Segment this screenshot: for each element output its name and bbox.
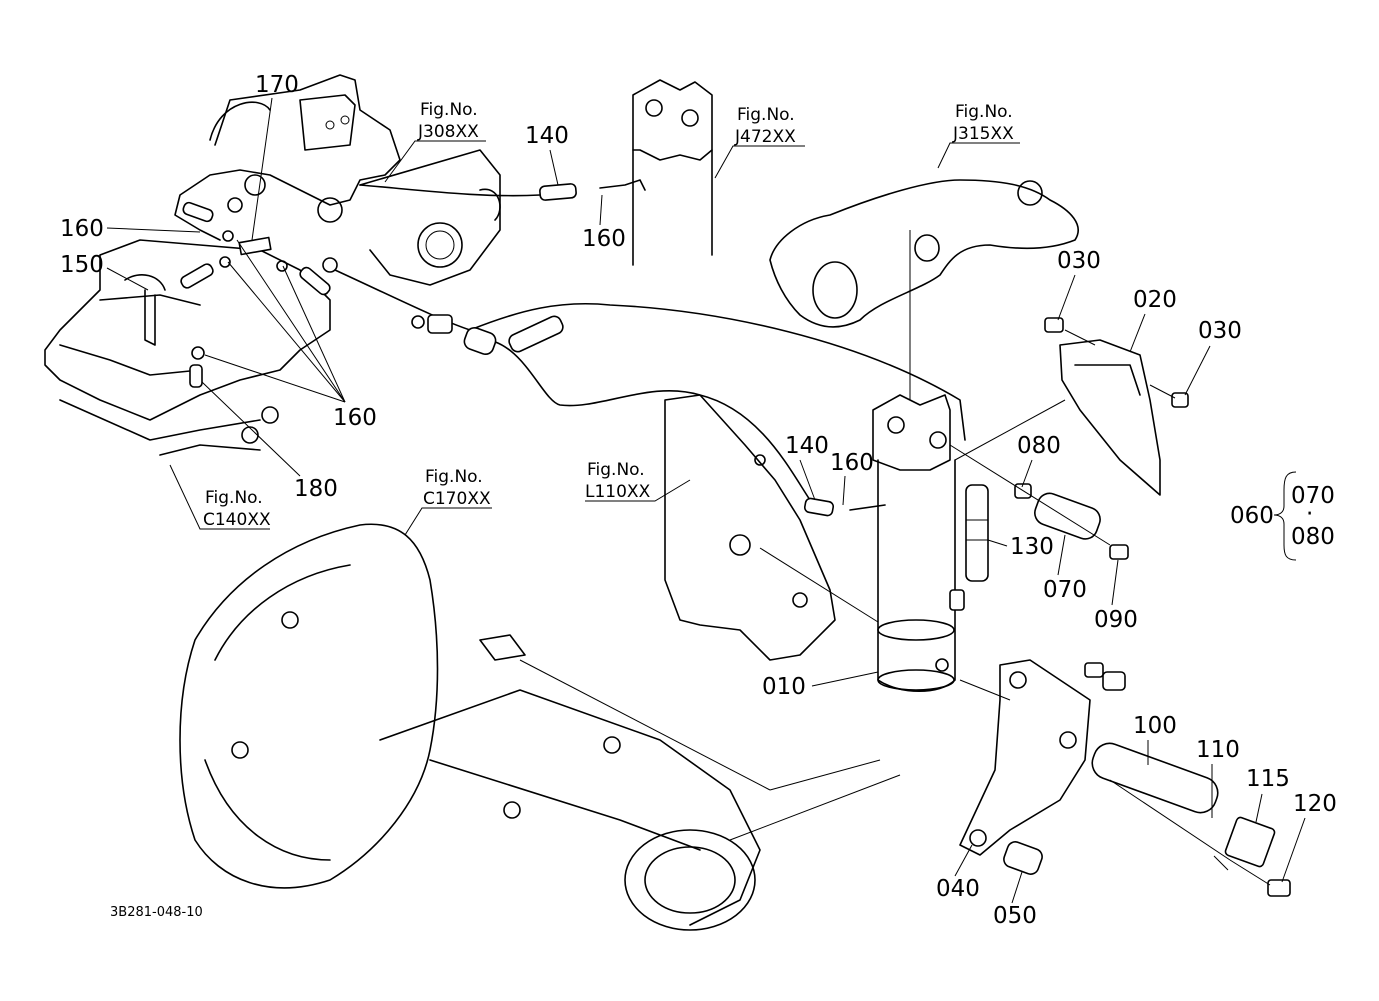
fig-ref-j315xx: Fig.No. J315XX	[937, 102, 1020, 169]
bracket-and-pin	[959, 659, 1291, 897]
transmission-case	[179, 523, 761, 931]
svg-text:130: 130	[1010, 534, 1054, 560]
svg-text:160: 160	[830, 450, 874, 476]
drawing-code: 3B281-048-10	[110, 905, 203, 920]
fig-ref-j472xx: Fig.No. J472XX	[714, 105, 805, 179]
svg-text:140: 140	[785, 433, 829, 459]
callout-010: 010	[762, 671, 879, 700]
svg-text:030: 030	[1198, 318, 1242, 344]
fig-ref-l110xx-fig: Fig.No.	[587, 460, 645, 480]
set-bracket-060: 060 070 · 080	[1230, 471, 1335, 561]
lift-arm	[769, 179, 1079, 400]
set-bracket-separator: ·	[1306, 501, 1313, 527]
fig-ref-j308xx: Fig.No. J308XX	[384, 100, 486, 183]
svg-text:080: 080	[1017, 433, 1061, 459]
callout-160-mid: 160	[830, 450, 874, 506]
hose-fittings	[180, 201, 331, 388]
fig-ref-l110xx: Fig.No. L110XX	[585, 460, 691, 502]
svg-text:010: 010	[762, 674, 806, 700]
fig-ref-c170xx-fig: Fig.No.	[425, 467, 483, 487]
svg-text:170: 170	[255, 72, 299, 98]
callout-050: 050	[993, 871, 1037, 929]
lift-rod	[632, 79, 713, 266]
lift-cylinder	[872, 394, 989, 693]
callout-140-mid: 140	[785, 433, 829, 501]
svg-text:100: 100	[1133, 713, 1177, 739]
reference-lines	[519, 329, 1271, 886]
svg-text:020: 020	[1133, 287, 1177, 313]
svg-text:115: 115	[1246, 766, 1290, 792]
fig-ref-c140xx-code: C140XX	[203, 510, 271, 530]
fig-ref-j308xx-fig: Fig.No.	[420, 100, 478, 120]
fig-ref-c170xx-code: C170XX	[423, 489, 491, 509]
svg-text:070: 070	[1043, 577, 1087, 603]
callout-170: 170	[251, 72, 299, 241]
svg-text:180: 180	[294, 476, 338, 502]
set-bracket-label: 060	[1230, 503, 1274, 529]
fig-ref-j315xx-fig: Fig.No.	[955, 102, 1013, 122]
callout-130: 130	[987, 534, 1054, 560]
fig-ref-c170xx: Fig.No. C170XX	[404, 467, 492, 536]
fig-ref-j315xx-code: J315XX	[952, 124, 1014, 144]
callout-070: 070	[1043, 534, 1087, 603]
callout-160-top: 160	[582, 194, 626, 252]
set-bracket-item-070: 070	[1291, 483, 1335, 509]
svg-text:150: 150	[60, 252, 104, 278]
callout-100: 100	[1133, 713, 1177, 765]
callout-080: 080	[1017, 433, 1061, 488]
callout-120: 120	[1281, 791, 1337, 883]
fig-ref-l110xx-code: L110XX	[585, 482, 651, 502]
fig-ref-j308xx-code: J308XX	[417, 122, 479, 142]
fig-ref-j472xx-code: J472XX	[734, 127, 796, 147]
callout-040: 040	[936, 844, 980, 902]
callout-150: 150	[60, 252, 149, 291]
fig-ref-c140xx: Fig.No. C140XX	[169, 464, 271, 530]
cylinder-bracket	[664, 394, 836, 661]
fig-ref-c140xx-fig: Fig.No.	[205, 488, 263, 508]
svg-text:160: 160	[333, 405, 377, 431]
callout-020: 020	[1129, 287, 1177, 353]
hydraulic-pipe	[334, 179, 966, 517]
svg-text:160: 160	[582, 226, 626, 252]
callout-030-right: 030	[1184, 318, 1242, 396]
svg-text:160: 160	[60, 216, 104, 242]
callout-030-left: 030	[1057, 248, 1101, 321]
callout-160-bottom: 160	[204, 239, 377, 431]
callout-115: 115	[1246, 766, 1290, 823]
svg-text:050: 050	[993, 903, 1037, 929]
svg-text:140: 140	[525, 123, 569, 149]
svg-text:110: 110	[1196, 737, 1240, 763]
hydraulic-case	[44, 239, 331, 456]
svg-text:120: 120	[1293, 791, 1337, 817]
callout-140-top: 140	[525, 123, 569, 186]
svg-text:030: 030	[1057, 248, 1101, 274]
fig-ref-j472xx-fig: Fig.No.	[737, 105, 795, 125]
cover-plate	[1044, 317, 1189, 496]
control-valve-assembly	[174, 74, 501, 286]
set-bracket-item-080: 080	[1291, 524, 1335, 550]
callout-110: 110	[1196, 737, 1240, 818]
callout-090: 090	[1094, 559, 1138, 633]
callout-160-left: 160	[60, 216, 201, 242]
callout-180: 180	[201, 381, 338, 502]
svg-text:040: 040	[936, 876, 980, 902]
svg-text:090: 090	[1094, 607, 1138, 633]
